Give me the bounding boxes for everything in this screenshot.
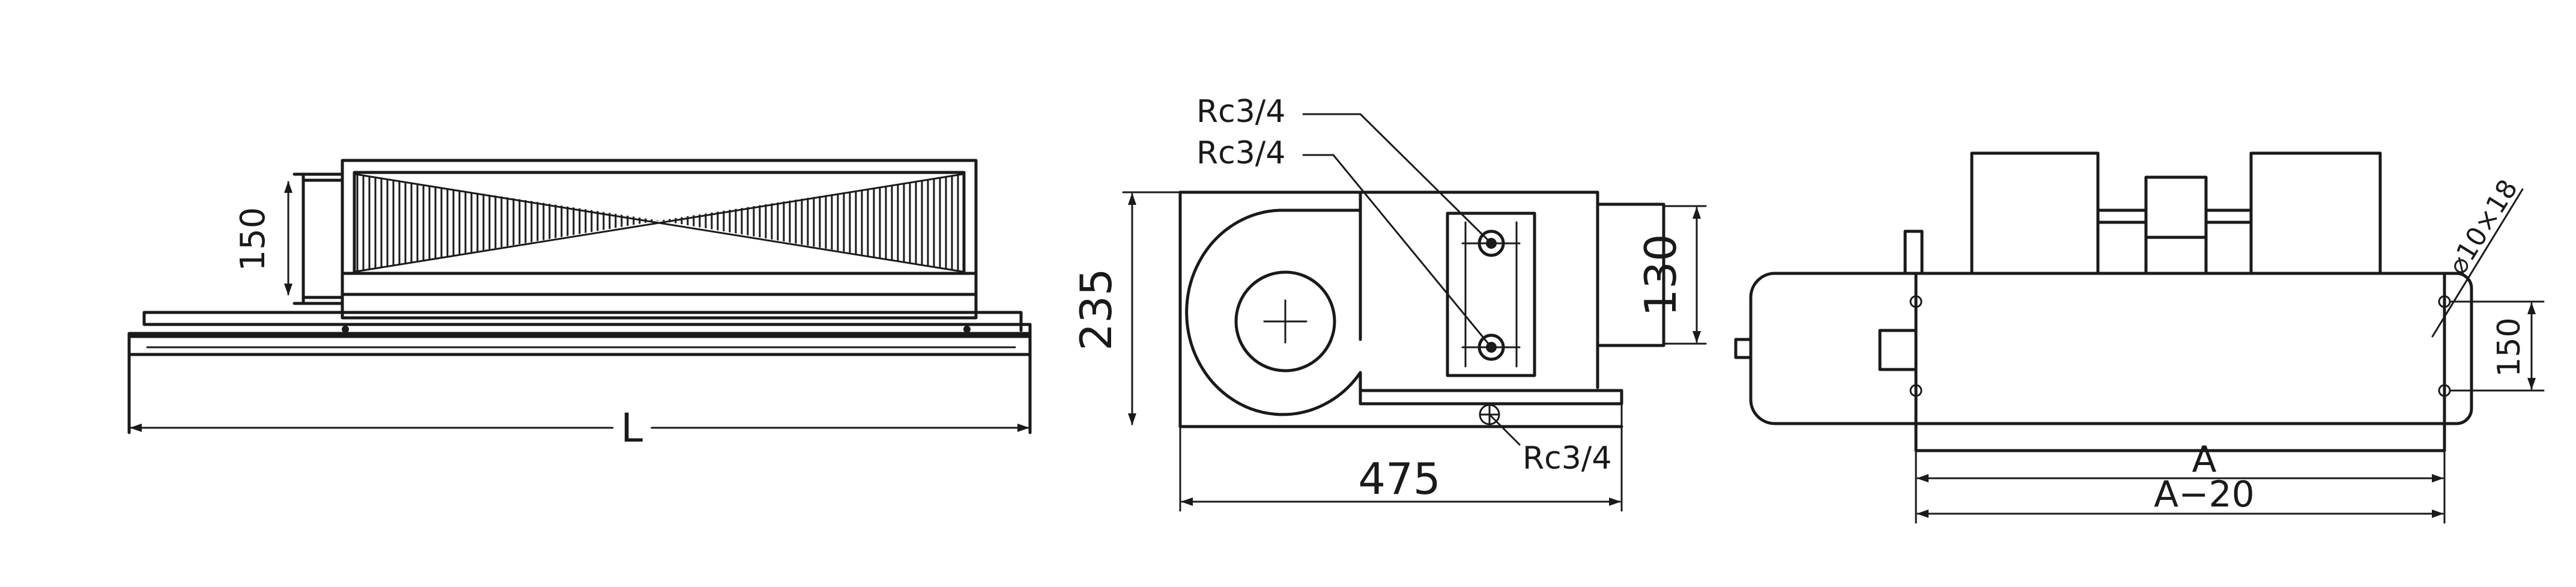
height-label: 150 (234, 207, 273, 272)
pipe-label-second: Rc3/4 (1196, 135, 1285, 171)
depth-label-475: 475 (1358, 454, 1440, 504)
length-label: L (621, 405, 643, 451)
coil-diagonal (354, 173, 963, 273)
width-a-label: A (2192, 439, 2216, 481)
unit-body (1749, 272, 2473, 425)
fan-housing-left (1970, 151, 2100, 275)
pipe-connection-icon (1477, 333, 1505, 361)
middle-view: Rc3/4 Rc3/4 Rc3/4 235 130 475 (1071, 94, 1707, 512)
leader-top-line (1332, 113, 1493, 245)
coil-fins-left (356, 174, 659, 272)
fan-scroll (1185, 208, 1362, 416)
pipe-connection-icon (1477, 230, 1505, 257)
hole-label: ⌀10×18 (2442, 174, 2524, 280)
pipe-label-top: Rc3/4 (1196, 94, 1285, 130)
leader-drain-line (1488, 413, 1521, 446)
leader-second-line (1317, 154, 1493, 348)
drain-pan (1359, 389, 1623, 406)
height-label-130: 130 (1635, 234, 1686, 316)
side-box (1878, 329, 1918, 371)
coil-frame (341, 159, 978, 320)
coil-fins-right (659, 174, 962, 272)
screw-icon (1909, 384, 1923, 397)
fan-housing-right (2249, 151, 2382, 275)
motor-body (2144, 175, 2208, 275)
right-view: A A−20 150 ⌀10×18 (1734, 151, 2545, 524)
left-view: 150 L (127, 159, 1032, 451)
fan-wheel (1234, 270, 1336, 373)
screw-icon (342, 326, 349, 333)
height-label-235: 235 (1071, 268, 1121, 350)
drain-label: Rc3/4 (1523, 440, 1611, 476)
height-label-150: 150 (2491, 317, 2527, 377)
screw-icon (963, 326, 971, 333)
side-stub (1734, 338, 1753, 359)
outlet-box (1596, 202, 1665, 347)
screw-icon (1909, 295, 1923, 308)
width-a20-label: A−20 (2154, 473, 2255, 516)
bottom-rail (1914, 422, 2446, 452)
side-bracket (1903, 230, 1924, 275)
hole-leader-line (2431, 188, 2524, 338)
